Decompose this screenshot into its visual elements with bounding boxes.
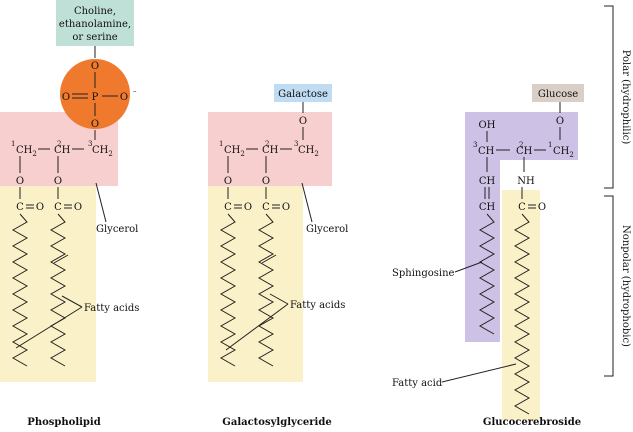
ch2-group: CH2 — [298, 145, 319, 158]
fatty-acid-chain — [49, 213, 67, 367]
alkene-ch: CH — [479, 176, 496, 187]
ch-group: CH — [54, 145, 71, 156]
glycosidic-o: O — [556, 116, 564, 127]
headgroup-line-3: or serine — [72, 32, 117, 43]
chain-double-bond — [261, 254, 277, 264]
galactosyl-fatty-region — [208, 186, 303, 382]
fatty-acids-pointer — [61, 295, 83, 308]
fatty-acid-pointer — [441, 363, 517, 383]
phosphate-charge: – — [133, 87, 137, 95]
ch2-group: CH2 — [553, 146, 574, 159]
ester-o: O — [262, 176, 270, 187]
carbon-number-1: 1 — [548, 141, 552, 149]
fatty-acids-label: Fatty acids — [84, 303, 139, 314]
galactosylglyceride-structure: Galactose O 1 CH2 2 CH 3 CH2 O O C O C O — [208, 84, 348, 428]
carbon-number-3: 3 — [294, 140, 298, 148]
sphingosine-region — [465, 112, 578, 342]
carbonyl-c: C — [224, 202, 232, 213]
galactose-box — [274, 84, 332, 102]
carbon-number-3: 3 — [473, 141, 477, 149]
fatty-acid-chain — [513, 213, 531, 415]
sphingosine-backbone: 3 CH 2 CH 1 CH2 — [473, 141, 574, 159]
phosphate-bottom-o: O — [91, 119, 99, 130]
hydroxyl-oh: OH — [479, 120, 496, 131]
glucocerebroside-fatty-region — [502, 190, 540, 420]
headgroup-line-2: ethanolamine, — [59, 19, 131, 30]
nonpolar-bracket — [604, 195, 614, 377]
galactose-label: Galactose — [278, 89, 328, 100]
carbonyl-o: O — [282, 202, 290, 213]
ester-o: O — [54, 176, 62, 187]
carbonyl-c: C — [54, 202, 62, 213]
ester-o: O — [16, 176, 24, 187]
ch2-group: CH2 — [16, 145, 37, 158]
fatty-acid-chain — [257, 213, 275, 367]
carbon-number-1: 1 — [219, 140, 223, 148]
glycosidic-o: O — [299, 116, 307, 127]
glucose-box — [532, 84, 584, 102]
glucose-label: Glucose — [538, 89, 578, 100]
carbonyl-c: C — [262, 202, 270, 213]
fatty-acids-label: Fatty acids — [290, 300, 345, 311]
carbonyl-o: O — [538, 202, 546, 213]
alkene-ch: CH — [479, 202, 496, 213]
chain-double-bond — [53, 254, 69, 264]
sphingosine-pointer — [454, 261, 483, 273]
amide-nh: NH — [517, 176, 535, 187]
ester-o: O — [224, 176, 232, 187]
carbonyl-o: O — [244, 202, 252, 213]
headgroup-line-1: Choline, — [74, 6, 116, 17]
glycerol-pointer — [301, 182, 313, 223]
polar-bracket — [604, 5, 614, 189]
carbon-number-2: 2 — [57, 140, 61, 148]
glycerol-label: Glycerol — [306, 224, 348, 235]
fatty-acids-pointer — [225, 303, 289, 351]
carbon-number-3: 3 — [88, 140, 92, 148]
carbonyl-c: C — [518, 202, 526, 213]
sphingosine-chain — [478, 213, 496, 335]
glucocerebroside-structure: Glucose O OH 3 CH 2 CH 1 CH2 CH CH NH C … — [392, 84, 584, 428]
ch-group: CH — [262, 145, 279, 156]
ch-group: CH — [516, 146, 533, 157]
phosphorus: P — [92, 92, 99, 103]
fatty-acid-label: Fatty acid — [392, 378, 443, 389]
galactosylglyceride-title: Galactosylglyceride — [222, 417, 331, 428]
ch-group: CH — [478, 146, 495, 157]
phospholipid-fatty-region — [0, 186, 96, 382]
fatty-acid-chain — [11, 213, 29, 367]
fatty-acid-chain — [219, 213, 237, 367]
nonpolar-label: Nonpolar (hydrophobic) — [620, 225, 631, 347]
carbon-number-1: 1 — [11, 140, 15, 148]
phospholipid-structure: Choline, ethanolamine, or serine O O P O… — [0, 0, 139, 428]
phosphate-circle — [60, 59, 130, 129]
glucocerebroside-title: Glucocerebroside — [483, 417, 581, 428]
phosphate-right-o: O — [120, 92, 128, 103]
phosphate-left-o: O — [62, 92, 70, 103]
phospholipid-backbone: 1 CH2 2 CH 3 CH2 — [11, 140, 113, 158]
carbonyl-o: O — [36, 202, 44, 213]
galactosyl-glycerol-region — [208, 112, 332, 186]
glycerol-pointer — [95, 182, 107, 223]
ch2-group: CH2 — [224, 145, 245, 158]
phospholipid-title: Phospholipid — [27, 417, 100, 428]
fatty-acids-pointer — [269, 293, 289, 305]
sphingosine-label: Sphingosine — [392, 268, 455, 279]
carbonyl-c: C — [16, 202, 24, 213]
carbon-number-2: 2 — [265, 140, 269, 148]
phosphate-top-o: O — [91, 61, 99, 72]
glycerol-label: Glycerol — [96, 224, 138, 235]
carbonyl-o: O — [74, 202, 82, 213]
polar-label: Polar (hydrophilic) — [620, 50, 631, 145]
headgroup-box — [56, 0, 134, 46]
carbon-number-2: 2 — [519, 141, 523, 149]
side-brackets: Polar (hydrophilic) Nonpolar (hydrophobi… — [604, 5, 631, 377]
fatty-acids-pointer — [15, 306, 83, 349]
galactosyl-backbone: 1 CH2 2 CH 3 CH2 — [219, 140, 319, 158]
ch2-group: CH2 — [92, 145, 113, 158]
